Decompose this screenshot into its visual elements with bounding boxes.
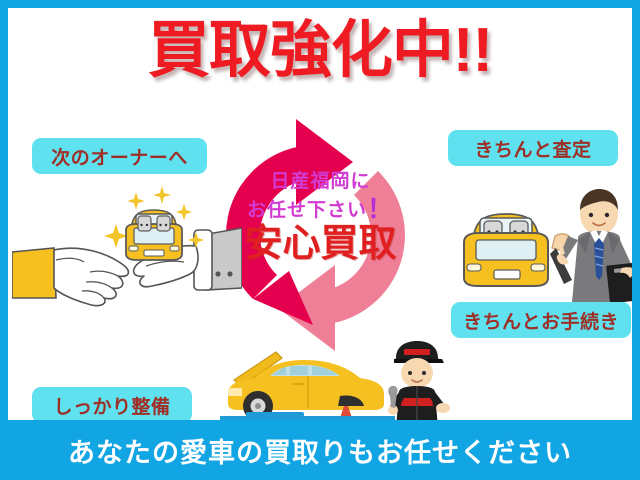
footer-banner: あなたの愛車の買取りもお任せください (0, 420, 640, 480)
salesman-with-clipboard-icon (556, 189, 632, 304)
label-proper-assessment: きちんと査定 (448, 130, 618, 166)
cycle-arrow-light-segment (278, 171, 405, 351)
exclamation-mark: ！ (367, 193, 395, 224)
label-next-owner: 次のオーナーへ (32, 138, 207, 174)
label-proper-procedure-text: きちんとお手続き (462, 311, 619, 333)
center-line-2: お任せ下さい！ (223, 193, 418, 224)
label-thorough-maintenance: しっかり整備 (32, 387, 192, 420)
center-line-2-text: お任せ下さい (246, 199, 367, 221)
cycle-arrow-dark-segment (226, 119, 353, 299)
car-front-view (125, 209, 183, 261)
cycle-arrow-dark-head (253, 271, 313, 325)
sparkling-yellow-car-icon (104, 186, 204, 261)
yellow-car-on-lift-icon (220, 351, 395, 420)
center-line-1: 日産福岡に (270, 171, 371, 192)
page-title: 買取強化中!! (147, 16, 493, 85)
yellow-car-with-passengers-icon (463, 213, 572, 287)
label-proper-procedure: きちんとお手続き (451, 302, 631, 338)
cycle-arrow-graphic (226, 119, 405, 351)
label-next-owner-text: 次のオーナーへ (51, 147, 188, 169)
center-headline: 安心買取 (244, 222, 397, 265)
label-thorough-maintenance-text: しっかり整備 (53, 396, 171, 418)
center-message: 日産福岡に お任せ下さい！ 安心買取 (223, 171, 418, 266)
footer-text: あなたの愛車の買取りもお任せください (68, 437, 572, 468)
banner-white-canvas: 買取強化中!! 日産福岡に お任せ下さい！ 安心買取 (8, 8, 632, 420)
mechanic-with-wrench-icon (388, 341, 450, 420)
label-proper-assessment-text: きちんと査定 (474, 139, 592, 161)
